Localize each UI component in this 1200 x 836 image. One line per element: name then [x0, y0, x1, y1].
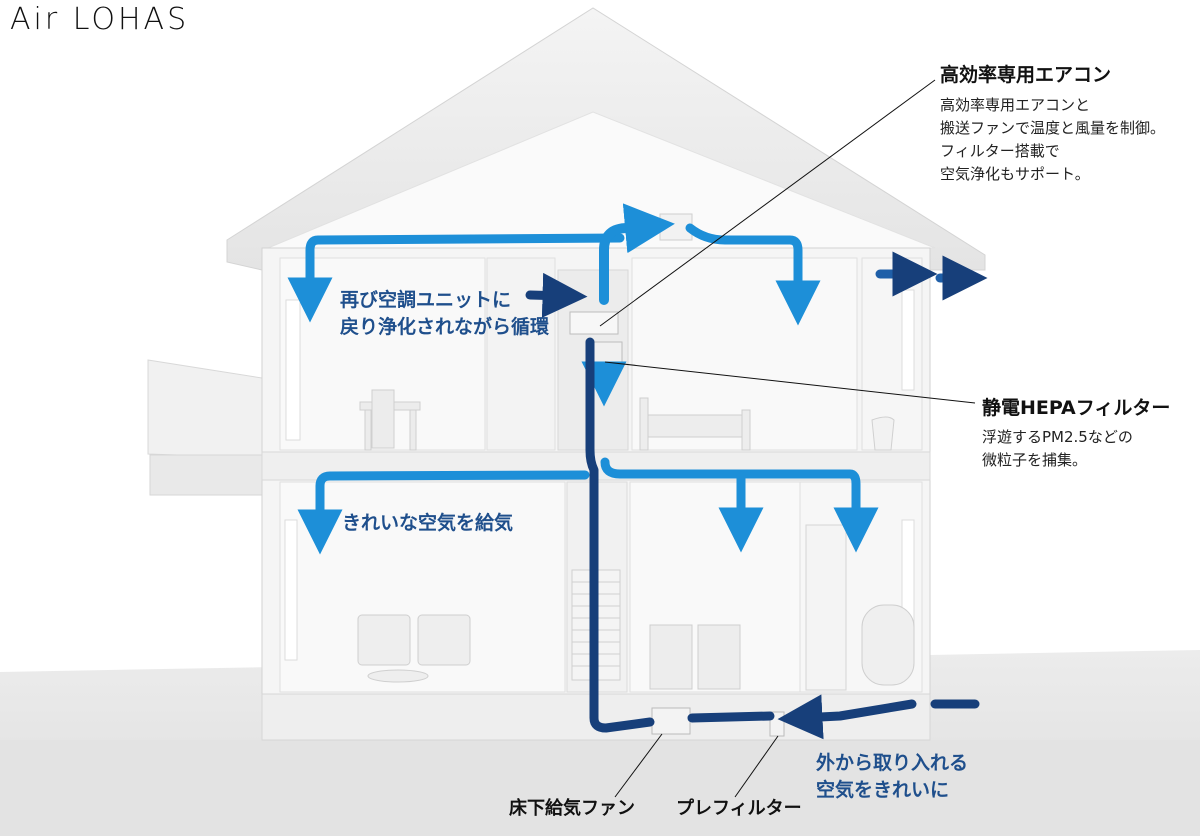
aircon-callout-line: 高効率専用エアコンと	[940, 96, 1091, 114]
pre-filter-label: プレフィルター	[676, 798, 802, 819]
hepa-callout-body: 浮遊するPM2.5などの 微粒子を捕集。	[982, 426, 1192, 472]
aircon-callout-title: 高効率専用エアコン	[940, 64, 1112, 86]
aircon-callout-body: 高効率専用エアコンと 搬送ファンで温度と風量を制御。 フィルター搭載で 空気浄化…	[940, 94, 1195, 186]
floor-fan-unit	[651, 707, 691, 735]
aircon-callout-line: 搬送ファンで温度と風量を制御。	[940, 119, 1166, 137]
recirculate-label-line: 再び空調ユニットに	[340, 289, 512, 311]
supply-label: きれいな空気を給気	[342, 512, 514, 534]
intake-label-line: 外から取り入れる	[816, 752, 969, 774]
recirculate-label-line: 戻り浄化されながら循環	[340, 316, 550, 338]
brand-logo: Air LOHAS	[10, 2, 190, 37]
aircon-unit	[569, 311, 619, 335]
floor-fan-label: 床下給気ファン	[509, 798, 635, 819]
aircon-callout-line: フィルター搭載で	[940, 142, 1060, 160]
intake-label-line: 空気をきれいに	[816, 779, 950, 801]
hepa-callout-line: 浮遊するPM2.5などの	[982, 428, 1133, 446]
recirculate-label: 再び空調ユニットに 戻り浄化されながら循環	[340, 287, 549, 341]
hepa-callout-title: 静電HEPAフィルター	[982, 397, 1171, 419]
aircon-callout-line: 空気浄化もサポート。	[940, 165, 1090, 183]
hepa-callout-line: 微粒子を捕集。	[982, 451, 1088, 469]
balcony	[147, 359, 263, 459]
intake-label: 外から取り入れる 空気をきれいに	[816, 750, 968, 804]
